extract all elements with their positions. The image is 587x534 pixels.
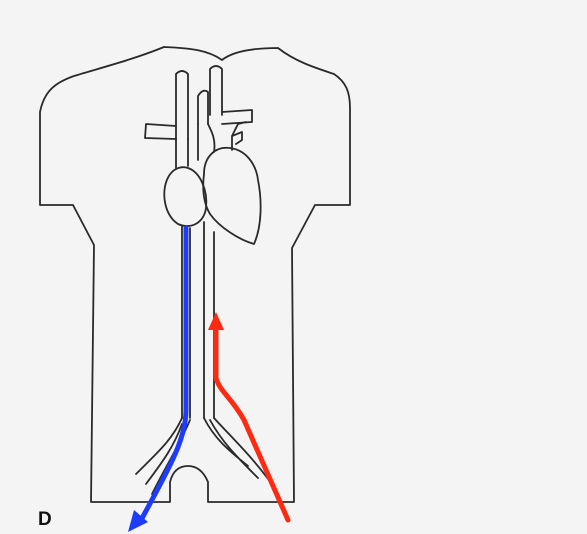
heart-shape <box>203 148 260 244</box>
small-neck-vessel <box>198 91 208 124</box>
aortic-branch-vessel <box>232 122 246 150</box>
right-iliac-vessels <box>204 418 276 490</box>
right-atrium-shape <box>164 167 206 226</box>
right-carotid-vessel <box>210 66 222 115</box>
blue-venous-arrow <box>128 228 186 532</box>
red-arterial-arrow <box>208 312 288 520</box>
panel-label: D <box>38 510 52 529</box>
right-subclavian-vessel <box>222 110 252 124</box>
upper-great-vessels <box>176 124 215 168</box>
left-carotid-vessel <box>176 71 188 139</box>
torso-outline <box>40 47 350 502</box>
left-subclavian-vessel <box>145 124 176 139</box>
